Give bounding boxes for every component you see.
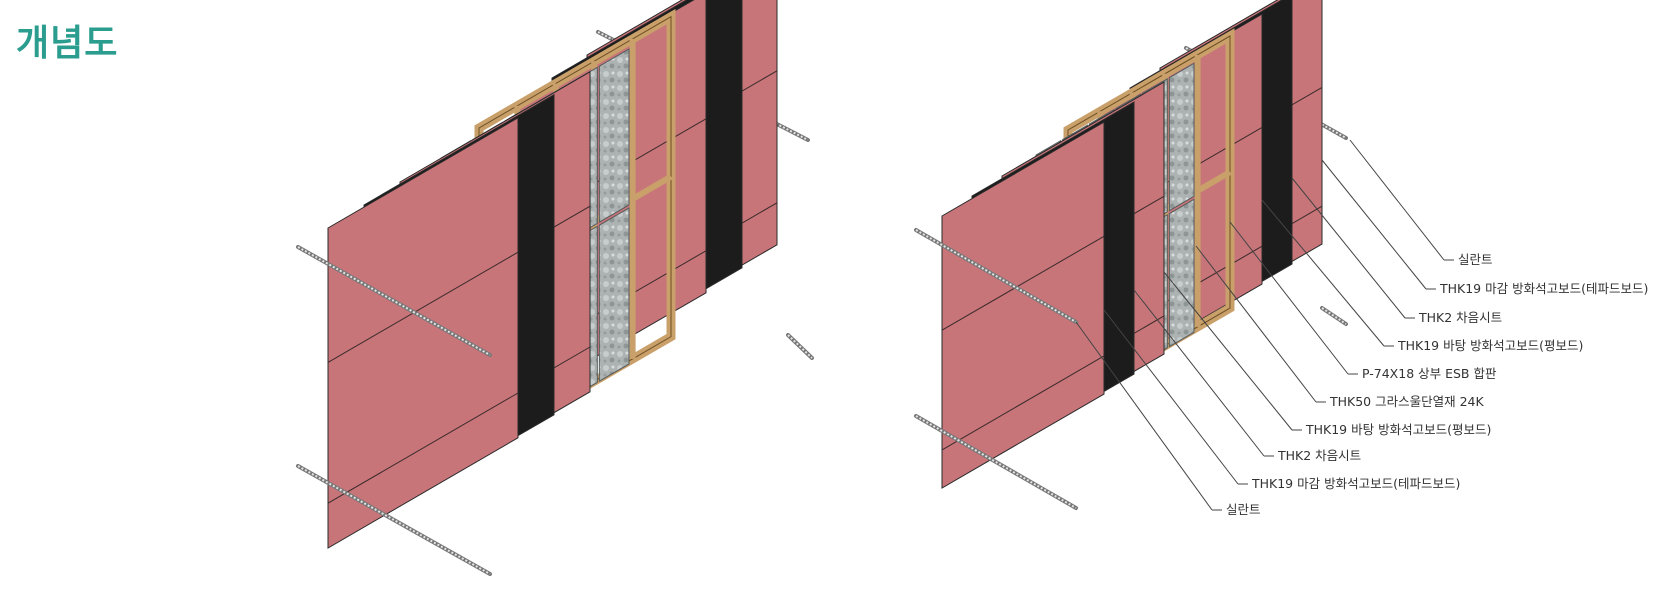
callout-leader <box>1321 159 1427 290</box>
callout-leader <box>1133 289 1265 457</box>
callout-label: THK19 바탕 방화석고보드(평보드) <box>1305 422 1491 437</box>
callout-label: THK19 마감 방화석고보드(테파드보드) <box>1439 281 1648 296</box>
callout-leader <box>1291 177 1406 319</box>
sealant-rod-front-top-highlight <box>915 229 1077 323</box>
callout-leader <box>1261 199 1385 347</box>
callout-label: 실란트 <box>1226 502 1261 517</box>
board-front-finish-joint-line <box>327 251 519 363</box>
glass-wool-batt <box>598 48 630 224</box>
board-front-finish-joint-line <box>941 355 1105 451</box>
callout-leader <box>1103 309 1239 485</box>
callout-label: 실란트 <box>1458 252 1493 267</box>
board-front-finish-joint-line <box>327 392 519 504</box>
callout-label: P-74X18 상부 ESB 합판 <box>1362 366 1497 381</box>
glass-wool-batt <box>1168 198 1195 348</box>
exploded-view-left <box>296 0 814 576</box>
callout-label: THK19 바탕 방화석고보드(평보드) <box>1397 338 1583 353</box>
glass-wool-batt <box>598 207 630 383</box>
exploded-view-right <box>914 0 1348 510</box>
sealant-rod-front-bottom-highlight <box>915 415 1077 509</box>
sealant-rod-front-bottom-highlight <box>297 465 491 575</box>
callout-leader <box>1349 139 1445 261</box>
callout-label: THK2 차음시트 <box>1277 448 1361 463</box>
callout-label: THK19 마감 방화석고보드(테파드보드) <box>1251 476 1460 491</box>
callout-label: THK2 차음시트 <box>1418 310 1502 325</box>
sealant-rod-back-stub-highlight <box>1321 307 1347 325</box>
glass-wool-batt <box>1168 62 1195 212</box>
page-title: 개념도 <box>16 23 119 64</box>
callout-leader <box>1075 321 1213 511</box>
callout-group: 실란트 THK19 마감 방화석고보드(테파드보드) THK2 차음시트 THK19 … <box>1075 139 1648 517</box>
callout-label: THK50 그라스울단열재 24K <box>1329 394 1484 409</box>
callout-leader <box>1229 221 1349 375</box>
sealant-rod-back-stub-highlight <box>787 334 813 359</box>
sealant-rod-front-top-highlight <box>297 246 491 356</box>
callout-leader <box>1163 271 1293 431</box>
board-front-finish <box>327 116 519 549</box>
board-front-finish-joint-line <box>941 235 1105 331</box>
board-front-finish <box>941 121 1105 489</box>
callout-leader <box>1195 245 1317 403</box>
